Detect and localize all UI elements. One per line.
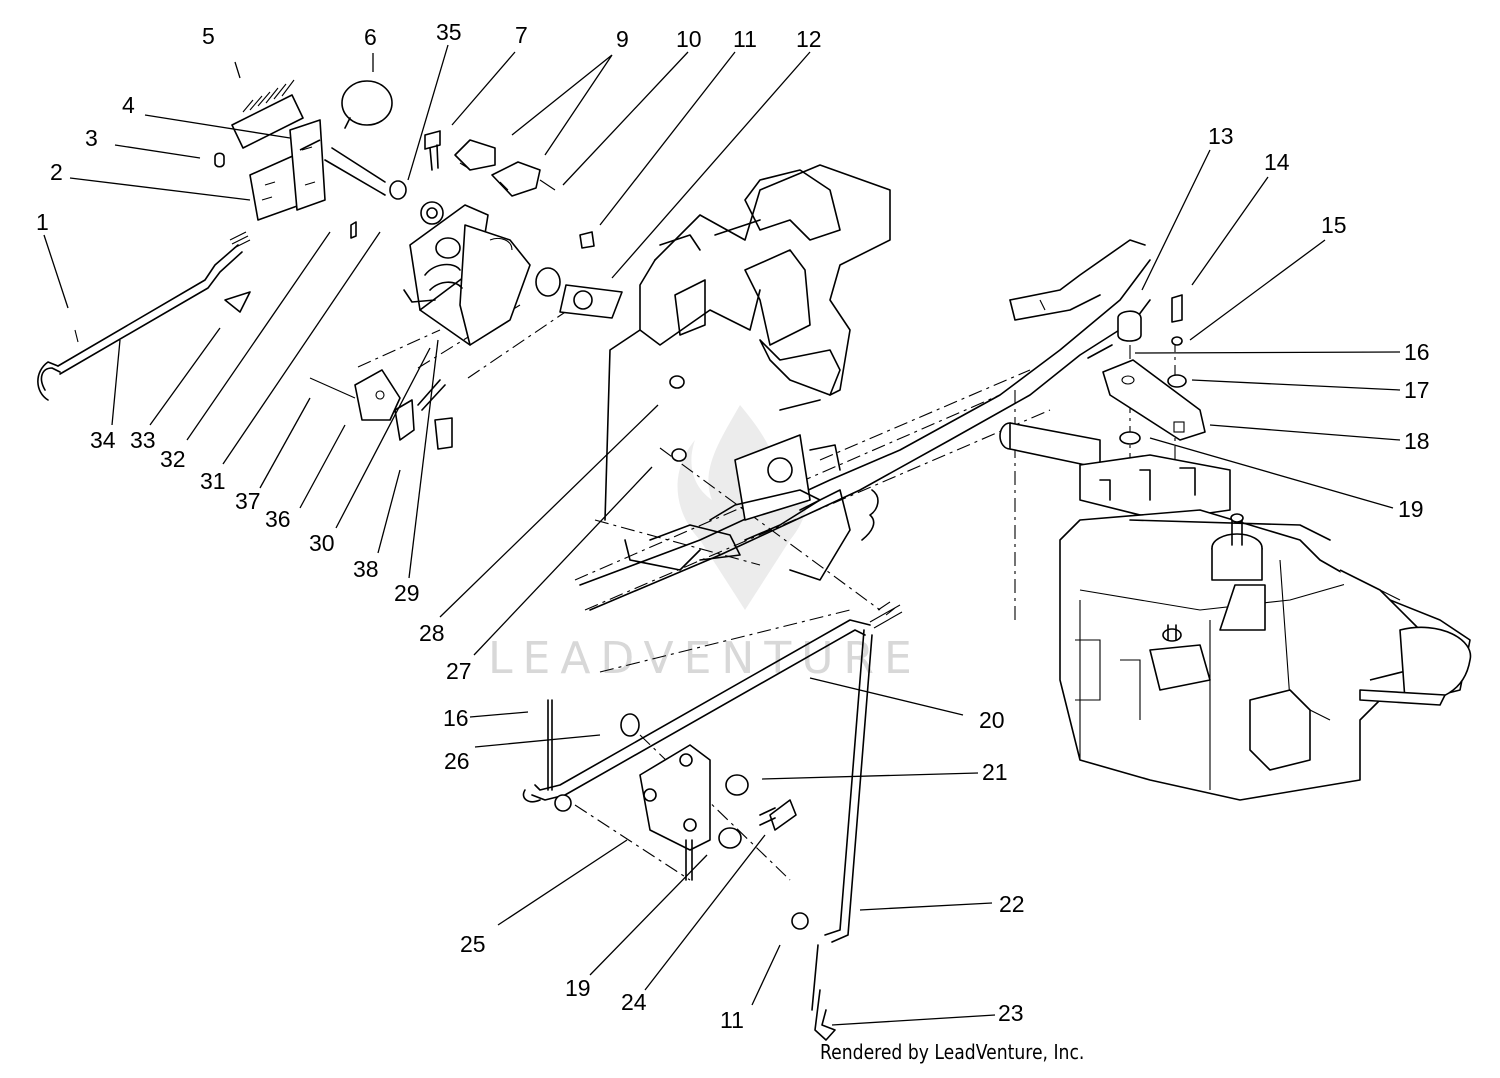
- callout-29: 29: [394, 580, 420, 606]
- part-lower-bracket: [554, 713, 809, 930]
- callout-33: 33: [130, 427, 156, 453]
- callout-4: 4: [122, 92, 135, 118]
- callout-37: 37: [235, 488, 261, 514]
- callouts: 1 2 3 4 5 6 35 7 9 10 11 12 13 14 15 16 …: [36, 19, 1430, 1033]
- part-pivot-bracket: [214, 119, 326, 221]
- part-switches: [454, 139, 556, 197]
- watermark-text: LEADVENTURE: [488, 633, 922, 684]
- callout-19-right: 19: [1398, 496, 1424, 522]
- callout-12: 12: [796, 26, 822, 52]
- callout-23: 23: [998, 1000, 1024, 1026]
- callout-17: 17: [1404, 377, 1430, 403]
- leader-lines: [43, 44, 1401, 1026]
- callout-28: 28: [419, 620, 445, 646]
- callout-9: 9: [616, 26, 629, 52]
- part-mount-bracket: [604, 164, 891, 581]
- callout-27: 27: [446, 658, 472, 684]
- callout-20: 20: [979, 707, 1005, 733]
- callout-36: 36: [265, 506, 291, 532]
- part-control-bracket: [403, 204, 531, 346]
- part-transmission: [999, 422, 1472, 801]
- part-link-spring: [861, 489, 879, 541]
- callout-14: 14: [1264, 149, 1290, 175]
- callout-2: 2: [50, 159, 63, 185]
- render-credit: Rendered by LeadVenture, Inc.: [820, 1040, 1085, 1064]
- callout-21: 21: [982, 759, 1008, 785]
- part-switch-bracket: [309, 369, 453, 450]
- callout-22: 22: [999, 891, 1025, 917]
- callout-31: 31: [200, 468, 226, 494]
- callout-16-bottom: 16: [443, 705, 469, 731]
- callout-24: 24: [621, 989, 647, 1015]
- callout-11-bottom: 11: [720, 1007, 744, 1033]
- part-washers: [350, 130, 444, 239]
- callout-35: 35: [436, 19, 462, 45]
- callout-30: 30: [309, 530, 335, 556]
- callout-34: 34: [90, 427, 116, 453]
- callout-15: 15: [1321, 212, 1347, 238]
- callout-18: 18: [1404, 428, 1430, 454]
- part-shift-arm: [1087, 294, 1206, 445]
- callout-5: 5: [202, 23, 215, 49]
- callout-10: 10: [676, 26, 702, 52]
- callout-26: 26: [444, 748, 470, 774]
- callout-13: 13: [1208, 123, 1234, 149]
- part-spring: [231, 79, 304, 149]
- callout-7: 7: [515, 22, 528, 48]
- callout-1: 1: [36, 209, 49, 235]
- callout-11-top: 11: [733, 26, 757, 52]
- part-knob: [324, 80, 393, 196]
- callout-38: 38: [353, 556, 379, 582]
- callout-6: 6: [364, 24, 377, 50]
- part-bushing: [535, 231, 623, 319]
- callout-16-right: 16: [1404, 339, 1430, 365]
- callout-32: 32: [160, 446, 186, 472]
- alignment-lines: [357, 301, 1176, 881]
- part-pedal-rod: [37, 231, 251, 401]
- callout-25: 25: [460, 931, 486, 957]
- callout-3: 3: [85, 125, 98, 151]
- callout-19-bottom: 19: [565, 975, 591, 1001]
